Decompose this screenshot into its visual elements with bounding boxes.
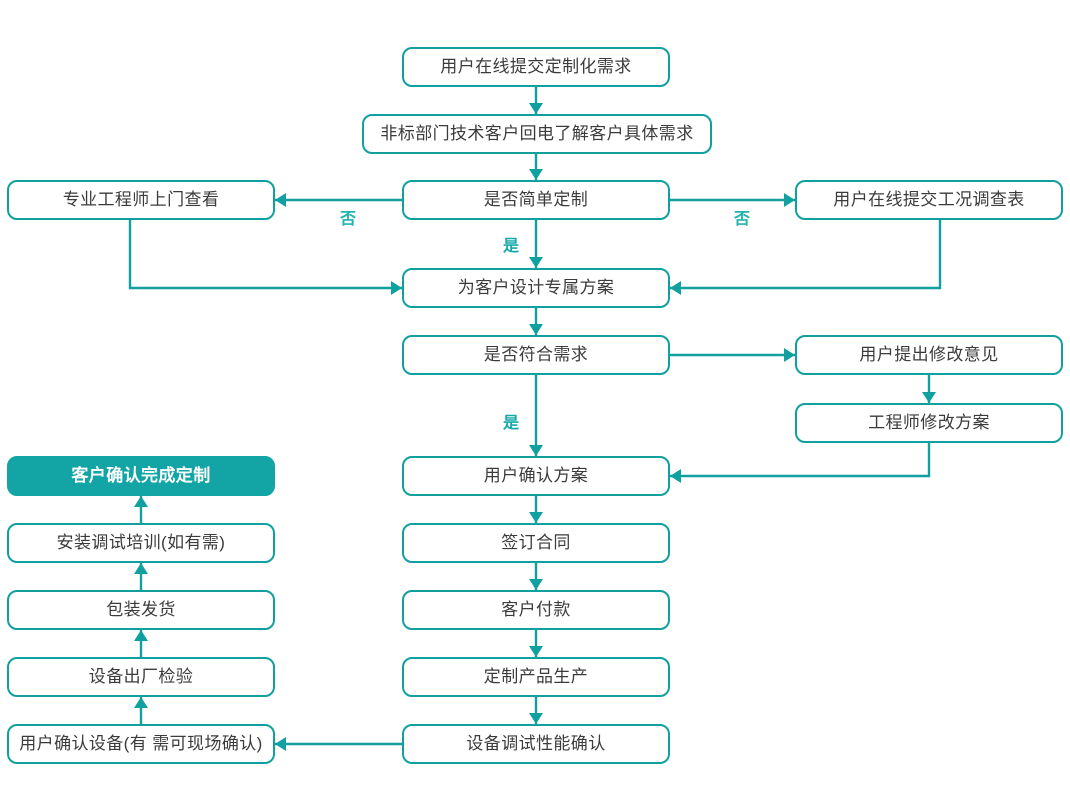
flow-node-n13[interactable]: 定制产品生产 bbox=[402, 657, 670, 697]
connector-n16-to-n17 bbox=[134, 630, 148, 657]
connector-n14-to-n15 bbox=[275, 737, 402, 751]
flow-node-n8[interactable]: 用户提出修改意见 bbox=[795, 335, 1063, 375]
connector-n5-to-n6 bbox=[670, 220, 942, 295]
connector-n3-to-n4 bbox=[275, 193, 402, 207]
connector-n11-to-n12 bbox=[529, 563, 543, 590]
connector-n10-to-n11 bbox=[529, 496, 543, 523]
flow-node-n14[interactable]: 设备调试性能确认 bbox=[402, 724, 670, 764]
connector-n9-to-n10 bbox=[670, 443, 931, 483]
connector-n3-to-n5 bbox=[670, 193, 795, 207]
flow-node-n17[interactable]: 包装发货 bbox=[7, 590, 275, 630]
edge-label-no-l2: 否 bbox=[734, 211, 751, 228]
edge-label-no-l1: 否 bbox=[340, 211, 357, 228]
flow-node-n11[interactable]: 签订合同 bbox=[402, 523, 670, 563]
connector-n2-to-n3 bbox=[529, 154, 543, 180]
connector-n13-to-n14 bbox=[529, 697, 543, 724]
flow-node-n9[interactable]: 工程师修改方案 bbox=[795, 403, 1063, 443]
connector-n3-to-n6 bbox=[529, 220, 543, 268]
connector-n17-to-n18 bbox=[134, 563, 148, 590]
connector-n12-to-n13 bbox=[529, 630, 543, 657]
flow-node-n6[interactable]: 为客户设计专属方案 bbox=[402, 268, 670, 308]
edge-label-yes-l4: 是 bbox=[503, 415, 520, 432]
flow-node-n3[interactable]: 是否简单定制 bbox=[402, 180, 670, 220]
flow-node-n5[interactable]: 用户在线提交工况调查表 bbox=[795, 180, 1063, 220]
connector-n6-to-n7 bbox=[529, 308, 543, 335]
connector-n1-to-n2 bbox=[529, 87, 543, 114]
flow-node-n4[interactable]: 专业工程师上门查看 bbox=[7, 180, 275, 220]
connector-n7-to-n8 bbox=[670, 348, 795, 362]
flow-node-n10[interactable]: 用户确认方案 bbox=[402, 456, 670, 496]
flow-node-n12[interactable]: 客户付款 bbox=[402, 590, 670, 630]
connector-n4-to-n6 bbox=[128, 220, 402, 295]
connector-n7-to-n10 bbox=[529, 375, 543, 456]
connector-n15-to-n16 bbox=[134, 697, 148, 724]
connector-n8-to-n9 bbox=[922, 375, 936, 403]
flow-node-n18[interactable]: 安装调试培训(如有需) bbox=[7, 523, 275, 563]
flow-node-n1[interactable]: 用户在线提交定制化需求 bbox=[402, 47, 670, 87]
flow-node-n16[interactable]: 设备出厂检验 bbox=[7, 657, 275, 697]
flow-node-n7[interactable]: 是否符合需求 bbox=[402, 335, 670, 375]
flow-node-n15[interactable]: 用户确认设备(有 需可现场确认) bbox=[7, 724, 275, 764]
flow-node-n2[interactable]: 非标部门技术客户回电了解客户具体需求 bbox=[362, 114, 712, 154]
edge-label-yes-l3: 是 bbox=[503, 238, 520, 255]
flow-node-n19[interactable]: 客户确认完成定制 bbox=[7, 456, 275, 496]
connector-n18-to-n19 bbox=[134, 496, 148, 523]
